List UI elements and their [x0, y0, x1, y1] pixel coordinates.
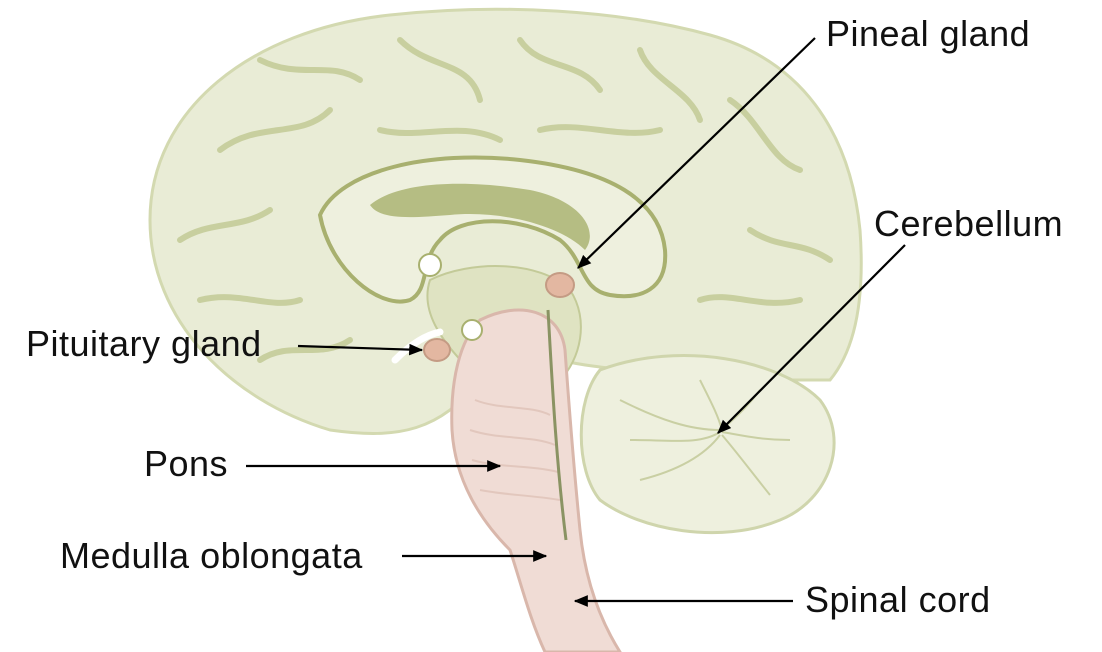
mammillary-body: [462, 320, 482, 340]
anterior-commissure: [419, 254, 441, 276]
cerebellum-shape: [581, 356, 834, 533]
cerebellum-label: Cerebellum: [874, 206, 1063, 242]
pituitary-gland: [424, 339, 450, 361]
medulla-oblongata-label: Medulla oblongata: [60, 538, 363, 574]
spinal-cord-label: Spinal cord: [805, 582, 991, 618]
pineal-gland-label: Pineal gland: [826, 16, 1030, 52]
pineal-gland: [546, 273, 574, 297]
pituitary-gland-label: Pituitary gland: [26, 326, 262, 362]
pons-label: Pons: [144, 446, 228, 482]
